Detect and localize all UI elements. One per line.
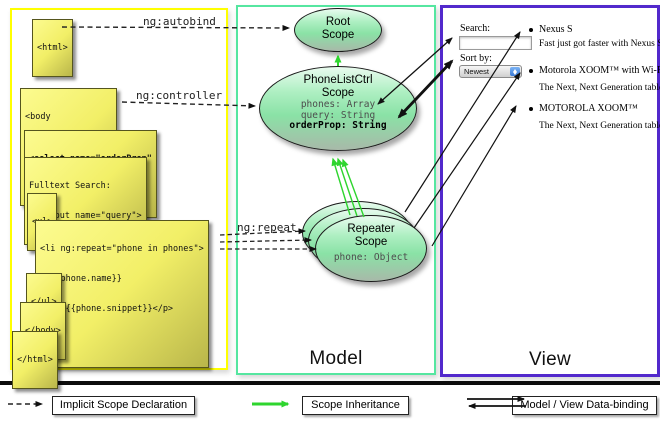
panel-model: Model (236, 5, 436, 375)
phone-item-title: Motorola XOOM™ with Wi-Fi (539, 65, 660, 76)
scope-title: Repeater (347, 223, 395, 235)
scope-prop: query: String (300, 109, 376, 121)
ng-repeat-label: ng:repeat (237, 221, 297, 234)
repeater-scope-ellipse: Repeater Scope phone: Object (315, 215, 427, 282)
scope-title: Scope (321, 29, 355, 41)
scope-prop: phones: Array (300, 99, 376, 110)
legend-implicit-scope: Implicit Scope Declaration (52, 396, 195, 415)
search-input[interactable] (459, 36, 532, 50)
scope-prop: phone: Object (333, 252, 409, 263)
scope-prop: orderProp: String (289, 120, 387, 131)
code-line: <body (25, 112, 51, 122)
sort-select-value: Newest (464, 67, 490, 76)
ng-controller-label: ng:controller (136, 89, 223, 102)
code-line: <p>{{phone.snippet}}</p> (40, 304, 174, 314)
panel-label-model: Model (309, 348, 363, 369)
scope-title: Scope (354, 236, 388, 248)
search-label: Search: (460, 23, 490, 34)
scope-title: PhoneListCtrl (303, 74, 373, 86)
code-box-html-open: <html> (32, 19, 73, 77)
phone-item-title: Nexus S (539, 24, 573, 35)
code-line: <html> (37, 43, 68, 53)
panel-view: View Search: Sort by: Newest Nexus S Fas… (440, 5, 660, 377)
phonelistctrl-scope-ellipse: PhoneListCtrl Scope phones: Array query:… (259, 66, 417, 151)
code-line: </html> (17, 355, 53, 365)
scope-title: Scope (321, 87, 355, 99)
code-box-li-repeat: <li ng:repeat="phone in phones"> {{phone… (35, 220, 209, 368)
phone-item-snippet: The Next, Next Generation tablet. (539, 121, 660, 131)
bullet-icon (529, 107, 533, 111)
legend-data-binding: Model / View Data-binding (512, 396, 657, 415)
panel-label-view: View (528, 349, 572, 370)
legend-separator (0, 381, 660, 385)
code-line: {{phone.name}} (40, 274, 122, 284)
code-box-html-close: </html> (12, 331, 58, 389)
sort-by-label: Sort by: (460, 53, 492, 64)
legend-scope-inheritance: Scope Inheritance (302, 396, 409, 415)
ng-autobind-label: ng:autobind (143, 15, 216, 28)
bullet-icon (529, 28, 533, 32)
phone-item-snippet: The Next, Next Generation tablet. (539, 83, 660, 93)
phone-item-title: MOTOROLA XOOM™ (539, 103, 638, 114)
phone-item-snippet: Fast just got faster with Nexus S. (539, 39, 660, 49)
root-scope-ellipse: Root Scope (294, 8, 382, 52)
code-line: Fulltext Search: (29, 181, 111, 191)
dropdown-stepper-icon[interactable] (510, 67, 520, 76)
scope-title: Root (325, 16, 351, 28)
sort-select[interactable]: Newest (459, 65, 522, 78)
code-line: <li ng:repeat="phone in phones"> (40, 244, 204, 254)
bullet-icon (529, 69, 533, 73)
